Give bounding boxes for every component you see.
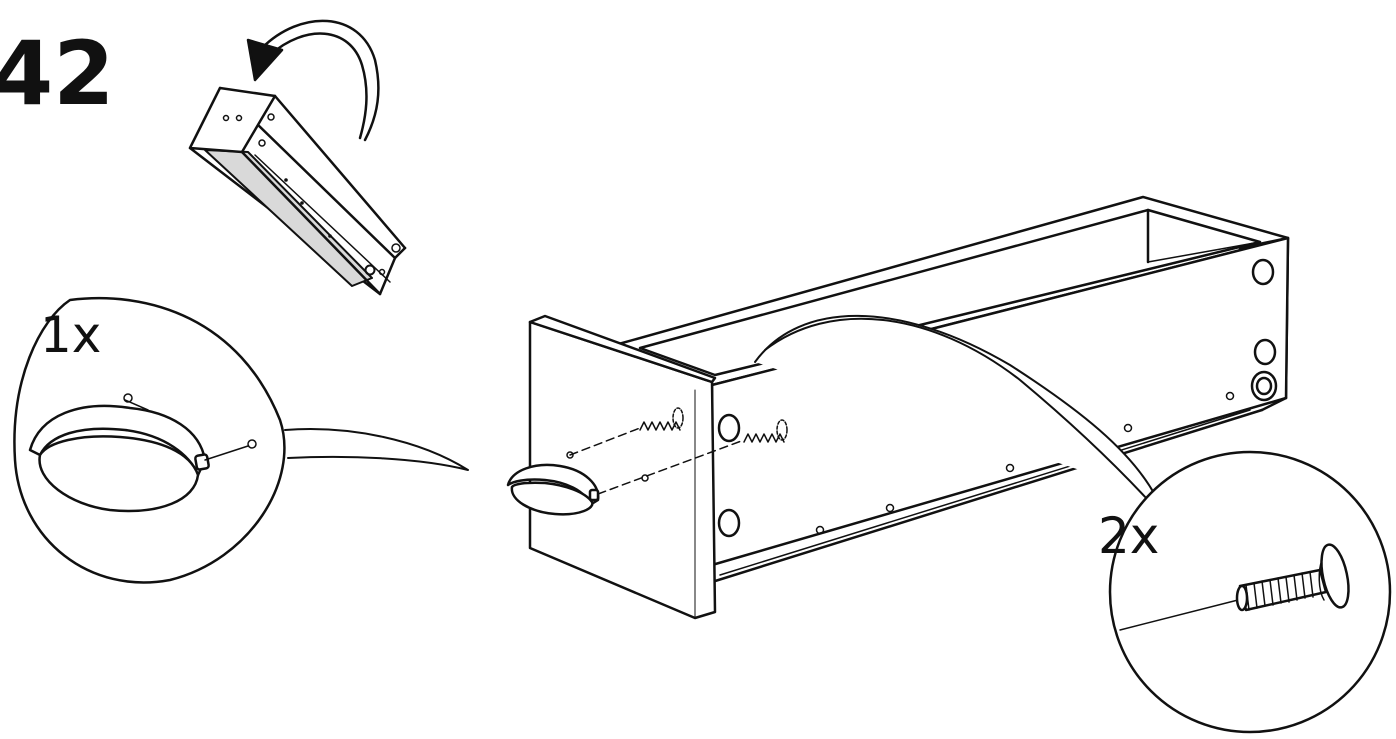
step-number: 42 [0,22,114,125]
screw-quantity: 2x [1098,507,1159,565]
handle-quantity: 1x [40,306,101,364]
rotated-drawer-icon [188,86,407,296]
rotate-arrow-icon [246,19,380,142]
drawer-handle [506,463,600,516]
screw-callout-pointer [754,314,1156,501]
screw-detail-callout [1108,450,1392,734]
screw-guides [566,407,788,495]
handle-detail-callout [13,296,469,584]
